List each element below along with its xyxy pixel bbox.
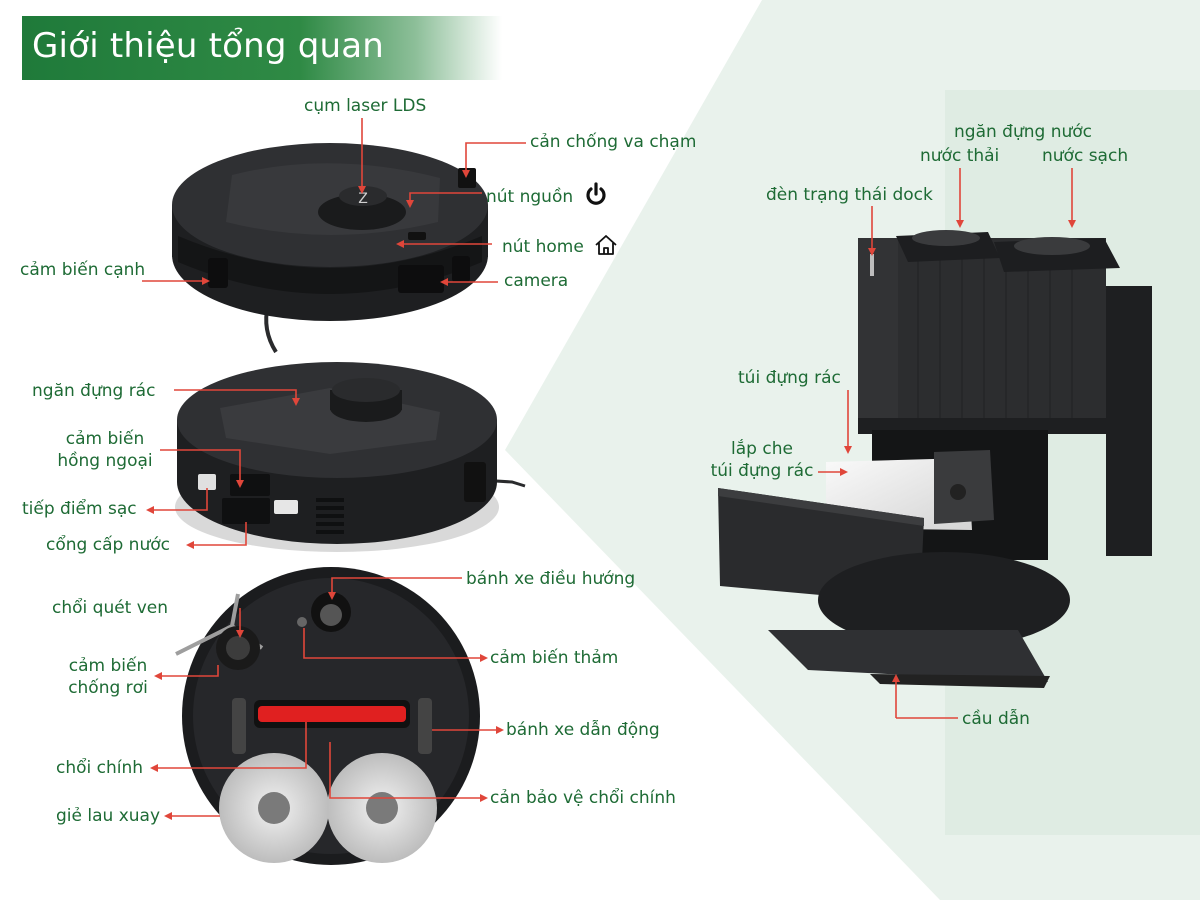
label-bag-cover-line1: lắp che [731, 439, 793, 459]
label-ir-sensor: cảm biến hồng ngoại [52, 428, 158, 472]
label-cliff-sensor: cảm biến chống rơi [60, 655, 156, 699]
label-power: nút nguồn [486, 187, 574, 207]
label-side-sensor: cảm biến cạnh [20, 260, 146, 280]
dock-illustration [718, 230, 1152, 688]
label-ir-line2: hồng ngoại [57, 451, 153, 471]
svg-text:Z: Z [358, 191, 368, 207]
label-clean-water: nước sạch [1042, 146, 1129, 166]
label-dust-bag: túi đựng rác [738, 368, 841, 388]
label-main-brush: chổi chính [56, 758, 144, 778]
label-cliff-line1: cảm biến [68, 656, 148, 676]
power-icon [585, 182, 606, 205]
label-bag-cover: lắp che túi đựng rác [704, 438, 820, 482]
label-drive-wheel: bánh xe dẫn động [506, 720, 660, 740]
robot-bottom-view [175, 567, 480, 865]
label-charge-contacts: tiếp điểm sạc [22, 499, 137, 519]
label-caster-wheel: bánh xe điều hướng [466, 569, 636, 589]
label-water-tank-header: ngăn đựng nước [954, 122, 1092, 142]
label-cliff-line2: chống rơi [68, 678, 148, 698]
label-water-port: cổng cấp nước [46, 535, 170, 555]
label-brush-guard: cản bảo vệ chổi chính [490, 788, 676, 808]
label-side-brush: chổi quét ven [52, 598, 169, 618]
label-home-row: nút home [502, 233, 619, 258]
label-laser: cụm laser LDS [304, 96, 427, 116]
robot-rear-view [175, 362, 526, 552]
label-bumper: cản chống va chạm [530, 132, 697, 152]
home-icon [595, 235, 617, 255]
label-home: nút home [502, 237, 584, 257]
label-ir-line1: cảm biến [65, 429, 145, 449]
page-title: Giới thiệu tổng quan [32, 26, 385, 66]
label-dustbin: ngăn đựng rác [32, 381, 156, 401]
label-carpet-sensor: cảm biến thảm [490, 648, 619, 668]
title-banner: Giới thiệu tổng quan [22, 16, 502, 80]
robot-top-view: Z [172, 143, 488, 354]
label-bag-cover-line2: túi đựng rác [710, 461, 814, 481]
label-power-row: nút nguồn [486, 182, 609, 208]
label-dock-status-light: đèn trạng thái dock [766, 185, 933, 205]
label-mop-pads: giẻ lau xuay [56, 806, 161, 826]
label-camera: camera [504, 271, 569, 291]
label-dirty-water: nước thải [920, 146, 1000, 166]
pointer-lines [142, 118, 1076, 820]
label-ramp: cầu dẫn [962, 709, 1030, 729]
